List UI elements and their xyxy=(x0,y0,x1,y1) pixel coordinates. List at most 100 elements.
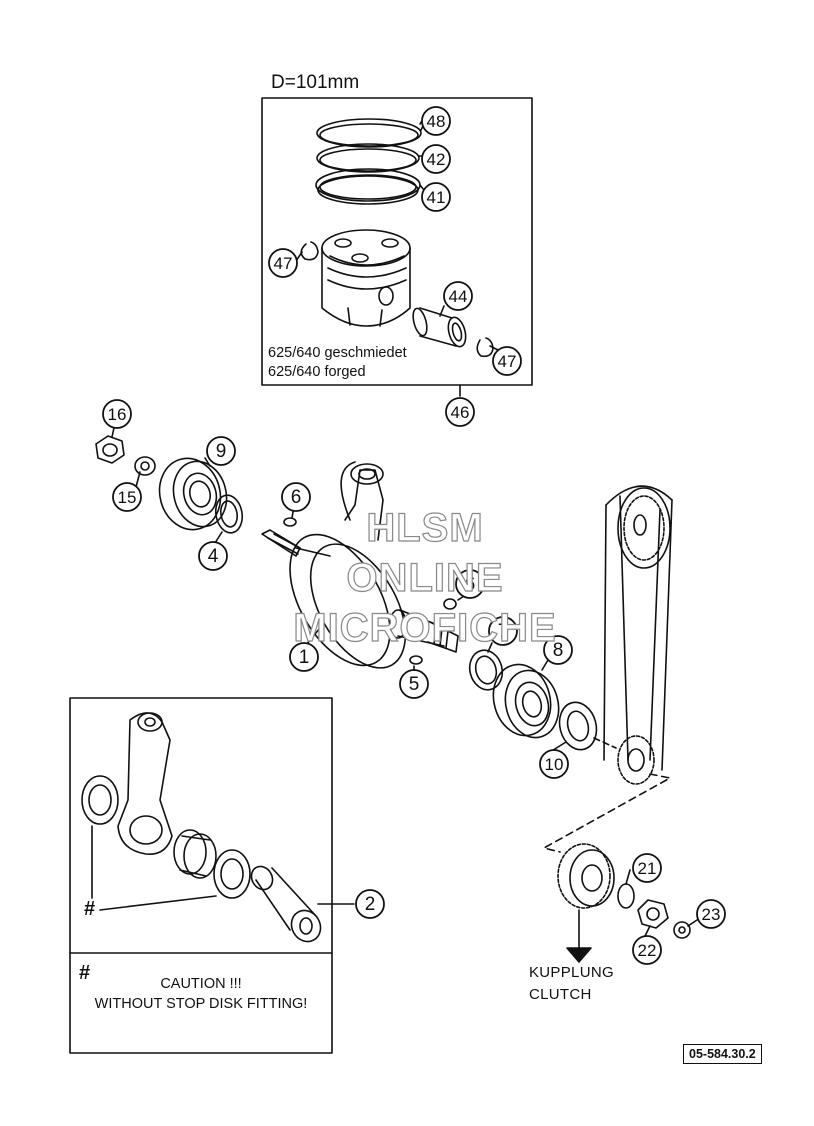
callout-circle xyxy=(488,616,518,646)
callout-circle xyxy=(281,482,311,512)
callout-7: 7 xyxy=(488,616,518,646)
callout-circle xyxy=(112,482,142,512)
clutch-arrow xyxy=(566,947,592,963)
seal-10 xyxy=(558,701,598,751)
conrod-needle-bearing xyxy=(173,829,217,879)
callout-circle xyxy=(632,935,662,965)
callout-number: 48 xyxy=(427,112,446,131)
callout-22: 22 xyxy=(632,935,662,965)
callout-number: 6 xyxy=(465,574,476,595)
callout-number: 41 xyxy=(427,188,446,207)
callout-number: 44 xyxy=(449,287,468,306)
watermark-line-2: ONLINE xyxy=(346,555,504,600)
callout-number: 8 xyxy=(553,640,564,661)
callout-number: 2 xyxy=(365,894,376,915)
stop-disk-left xyxy=(81,775,119,825)
callout-number: 23 xyxy=(702,905,721,924)
callout-47: 47 xyxy=(492,346,522,376)
callout-6: 6 xyxy=(281,482,311,512)
crank-pin xyxy=(250,865,322,943)
callout-8: 8 xyxy=(543,635,573,665)
callout-circle xyxy=(696,899,726,929)
circlip-47-right xyxy=(476,337,494,358)
watermark-line-1: HLSM xyxy=(366,505,484,550)
callout-number: 10 xyxy=(545,755,564,774)
watermark-line-3: MICROFICHE xyxy=(293,605,557,650)
callout-number: 7 xyxy=(498,621,509,642)
caution-line-1: CAUTION !!! xyxy=(160,976,242,992)
callout-number: 21 xyxy=(638,859,657,878)
conrod-inset-frame xyxy=(69,697,333,1054)
caution-note: CAUTION !!! WITHOUT STOP DISK FITTING! xyxy=(70,974,332,1014)
piston-kit-frame xyxy=(261,97,533,386)
callout-46: 46 xyxy=(445,397,475,427)
callout-number: 47 xyxy=(498,352,517,371)
callout-circle xyxy=(198,541,228,571)
primary-gear xyxy=(557,843,615,909)
callout-circle xyxy=(443,281,473,311)
connecting-rod-2 xyxy=(117,712,173,855)
callout-circle xyxy=(289,642,319,672)
piston-ring-41 xyxy=(315,168,421,205)
callout-number: 1 xyxy=(299,647,310,668)
callout-number: 22 xyxy=(638,941,657,960)
callout-41: 41 xyxy=(421,182,451,212)
cam-sprocket xyxy=(617,487,671,569)
nut-22 xyxy=(637,899,669,929)
timing-chain xyxy=(603,485,673,771)
shim-4 xyxy=(214,494,244,534)
caution-line-2: WITHOUT STOP DISK FITTING! xyxy=(94,996,308,1012)
callout-number: 5 xyxy=(409,674,420,695)
callout-circle xyxy=(399,669,429,699)
callout-21: 21 xyxy=(632,853,662,883)
clutch-label-de: KUPPLUNG xyxy=(529,964,614,981)
key-5 xyxy=(409,655,423,665)
callout-1: 1 xyxy=(289,642,319,672)
piston-pin-44 xyxy=(412,307,467,348)
callout-2: 2 xyxy=(355,889,385,919)
callout-number: 16 xyxy=(108,405,127,424)
callout-16: 16 xyxy=(102,399,132,429)
callout-number: 4 xyxy=(208,546,219,567)
callout-number: 47 xyxy=(274,254,293,273)
callout-4: 4 xyxy=(198,541,228,571)
shim-7 xyxy=(468,649,504,691)
stop-disk-hash-mark: # xyxy=(84,898,96,920)
callout-circle xyxy=(632,853,662,883)
callout-circle xyxy=(543,635,573,665)
callout-circle xyxy=(206,436,236,466)
washer-23 xyxy=(673,921,691,939)
crank-sprocket xyxy=(617,735,655,785)
callout-number: 15 xyxy=(118,488,137,507)
callout-circle xyxy=(268,248,298,278)
callout-circle xyxy=(421,106,451,136)
callout-47: 47 xyxy=(268,248,298,278)
piston-kit-title: D=101mm xyxy=(271,72,360,93)
piston-note-de: 625/640 geschmiedet xyxy=(268,345,407,361)
callout-15: 15 xyxy=(112,482,142,512)
callout-10: 10 xyxy=(539,749,569,779)
circlip-47-left xyxy=(300,241,319,261)
key-6-upper xyxy=(283,517,297,527)
piston-note-en: 625/640 forged xyxy=(268,364,366,380)
bearing-8 xyxy=(492,663,560,739)
callout-48: 48 xyxy=(421,106,451,136)
bearing-9 xyxy=(158,457,228,531)
nut-16 xyxy=(95,435,125,464)
callout-circle xyxy=(445,397,475,427)
callout-circle xyxy=(421,182,451,212)
callout-circle xyxy=(421,144,451,174)
callout-44: 44 xyxy=(443,281,473,311)
callout-number: 6 xyxy=(291,487,302,508)
piston-ring-42 xyxy=(316,143,420,173)
callout-number: 42 xyxy=(427,150,446,169)
callout-number: 46 xyxy=(451,403,470,422)
callout-circle xyxy=(455,569,485,599)
stop-disk-right xyxy=(213,849,251,899)
washer-15 xyxy=(134,456,156,476)
callout-6: 6 xyxy=(455,569,485,599)
caution-hash-mark: # xyxy=(79,962,91,984)
